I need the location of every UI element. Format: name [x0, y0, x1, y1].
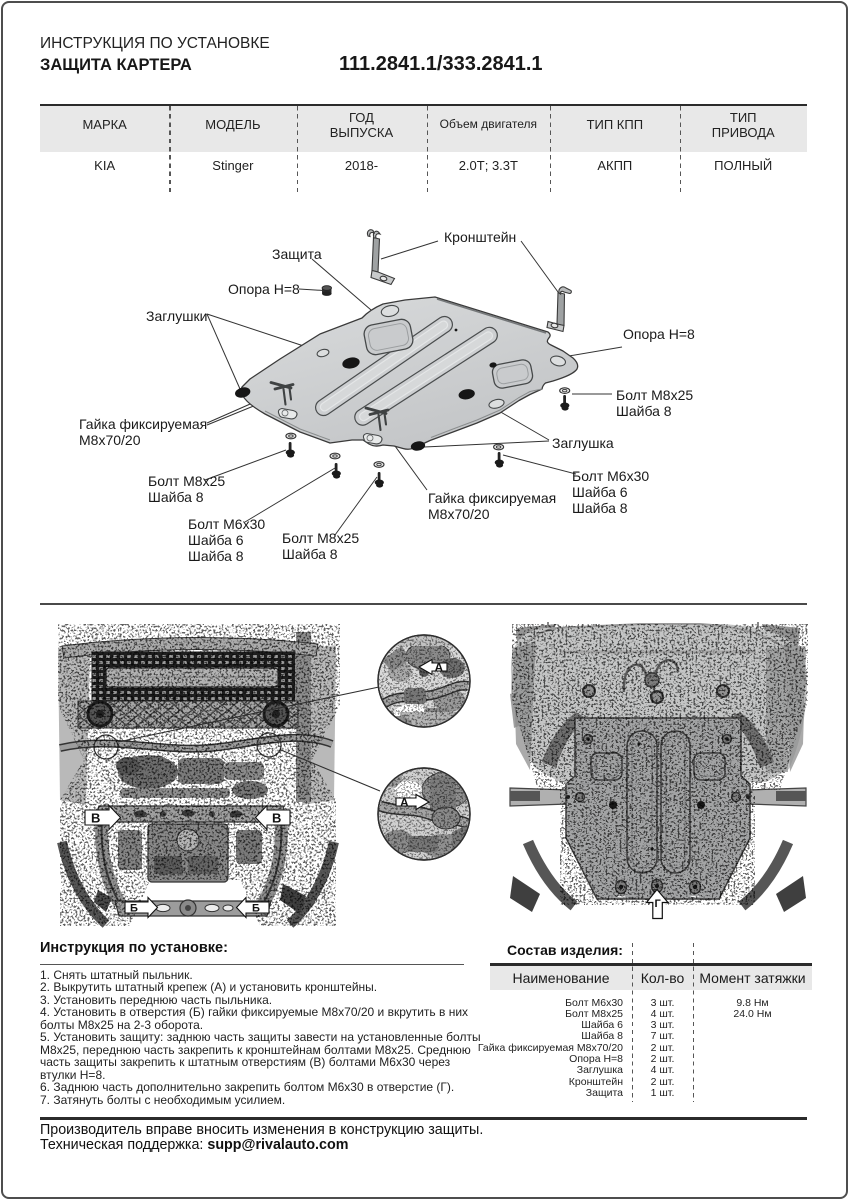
svg-text:А: А: [400, 796, 409, 810]
svg-text:Заглушка: Заглушка: [552, 435, 614, 451]
svg-text:Б: Б: [130, 903, 138, 915]
svg-text:Б: Б: [252, 903, 260, 915]
svg-text:Болт М8х25: Болт М8х25: [282, 530, 359, 546]
svg-text:Гайка фиксируемая: Гайка фиксируемая: [428, 490, 556, 506]
svg-text:Шайба 8: Шайба 8: [188, 548, 244, 564]
svg-text:Болт М8х25: Болт М8х25: [148, 473, 225, 489]
svg-text:Болт М6х30: Болт М6х30: [188, 516, 265, 532]
svg-text:Шайба 6: Шайба 6: [188, 532, 244, 548]
svg-text:Опора Н=8: Опора Н=8: [623, 326, 695, 342]
svg-text:Болт М6х30: Болт М6х30: [572, 468, 649, 484]
svg-text:Шайба 8: Шайба 8: [572, 500, 628, 516]
svg-text:М8х70/20: М8х70/20: [428, 506, 490, 522]
svg-text:Заглушки: Заглушки: [146, 308, 207, 324]
svg-text:В: В: [272, 811, 281, 826]
svg-text:Шайба 8: Шайба 8: [148, 489, 204, 505]
svg-text:Шайба 8: Шайба 8: [282, 546, 338, 562]
svg-text:Г: Г: [655, 898, 662, 910]
svg-text:М8х70/20: М8х70/20: [79, 432, 141, 448]
svg-text:Защита: Защита: [272, 246, 322, 262]
svg-text:Шайба 6: Шайба 6: [572, 484, 628, 500]
svg-text:Гайка фиксируемая: Гайка фиксируемая: [79, 416, 207, 432]
svg-text:Шайба 8: Шайба 8: [616, 403, 672, 419]
svg-text:Кронштейн: Кронштейн: [444, 229, 516, 245]
svg-text:В: В: [91, 811, 100, 826]
svg-text:Болт М8х25: Болт М8х25: [616, 387, 693, 403]
svg-text:А: А: [435, 661, 444, 675]
svg-text:Опора Н=8: Опора Н=8: [228, 281, 300, 297]
